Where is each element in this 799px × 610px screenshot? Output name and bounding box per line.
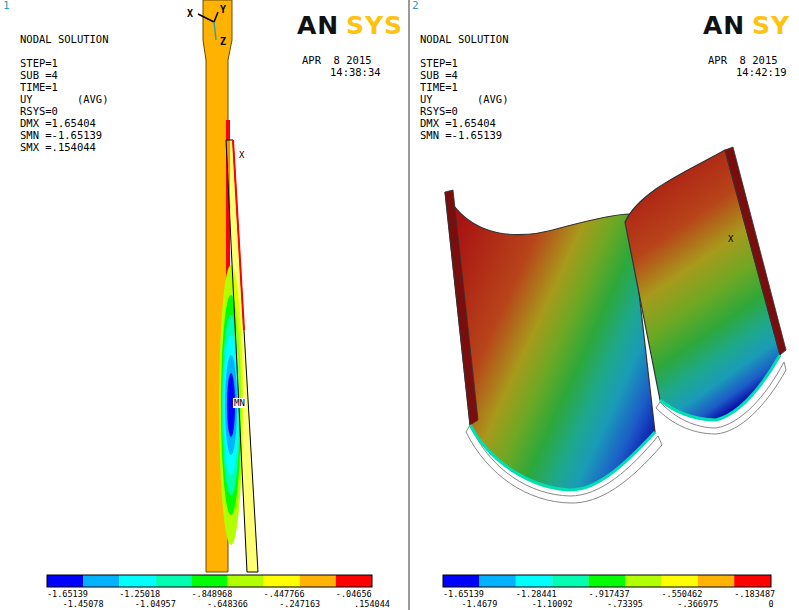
red-strip (233, 140, 244, 330)
shell-left (445, 192, 655, 490)
logo-text: AN (703, 12, 745, 40)
date-text: APR 8 2015 (302, 54, 372, 66)
status-text: RSYS=0 (420, 105, 458, 117)
color-bar-value: -1.10092 (532, 600, 573, 609)
logo-text: AN (297, 12, 339, 40)
slanted-shell (226, 140, 258, 572)
shell-thickness (725, 147, 786, 355)
status-text: DMX =1.65404 (20, 117, 96, 129)
color-bar-value: -.04656 (336, 590, 372, 599)
status-text: SMX =.154044 (20, 141, 96, 153)
status-text: NODAL SOLUTION (20, 33, 109, 45)
min-marker: MN (233, 398, 246, 408)
color-bar-value: -.917437 (589, 590, 630, 599)
status-text: TIME=1 (420, 81, 458, 93)
axis-label: Y (220, 4, 226, 16)
status-text: SUB =4 (420, 69, 458, 81)
axis-triad (214, 12, 218, 22)
color-bar-value: -.848968 (191, 590, 232, 599)
color-bar-value: -.247163 (279, 600, 320, 609)
shell-edge (470, 425, 655, 490)
status-text: SMN =-1.65139 (420, 129, 502, 141)
color-bar-value: -1.4679 (461, 600, 497, 609)
shell-thickness (445, 190, 478, 425)
status-text: NODAL SOLUTION (420, 33, 509, 45)
color-bar-value: -1.65139 (443, 590, 484, 599)
logo-text: SYS (346, 12, 403, 40)
color-bar-value: -1.45078 (63, 600, 104, 609)
color-bar-value: -.73395 (607, 600, 643, 609)
color-bar-value: -.447766 (264, 590, 305, 599)
axis-label: X (187, 8, 193, 20)
color-bar-value: -1.04957 (135, 600, 176, 609)
status-text: UY (AVG) (420, 93, 509, 105)
axis-triad (214, 22, 216, 40)
status-text: SMN =-1.65139 (20, 129, 102, 141)
status-text: UY (AVG) (20, 93, 109, 105)
max-marker: X (728, 234, 733, 244)
color-bar-value: -1.25018 (119, 590, 160, 599)
color-bar-value: -.648366 (207, 600, 248, 609)
color-bar-value: -.366975 (677, 600, 718, 609)
status-text: SUB =4 (20, 69, 58, 81)
color-bar-value: -.550462 (661, 590, 702, 599)
panel-number: 2 (412, 0, 419, 12)
color-bar-value: 0 (768, 600, 773, 609)
axis-triad (198, 14, 214, 22)
shell-edge (660, 355, 780, 420)
color-bar-value: .154044 (354, 600, 390, 609)
max-marker: X (239, 150, 244, 160)
shell-right (625, 150, 780, 420)
time-text: 14:38:34 (330, 66, 381, 78)
time-text: 14:42:19 (736, 66, 787, 78)
status-text: STEP=1 (420, 57, 458, 69)
color-bar-value: -1.28441 (516, 590, 557, 599)
color-bar-value: -.183487 (734, 590, 775, 599)
status-text: STEP=1 (20, 57, 58, 69)
date-text: APR 8 2015 (708, 54, 778, 66)
status-text: TIME=1 (20, 81, 58, 93)
status-text: RSYS=0 (20, 105, 58, 117)
axis-label: Z (220, 36, 226, 48)
status-text: DMX =1.65404 (420, 117, 496, 129)
color-bar (443, 575, 771, 587)
panel-divider (408, 0, 410, 610)
color-bar (47, 575, 372, 587)
logo-text: SY (752, 12, 790, 40)
color-bar-value: -1.65139 (47, 590, 88, 599)
panel-number: 1 (3, 0, 10, 12)
